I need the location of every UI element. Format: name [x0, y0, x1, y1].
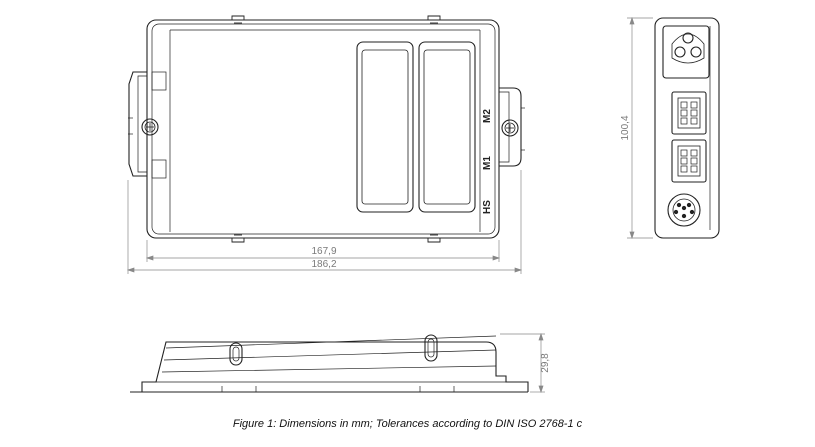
hs-round-connector-icon — [667, 193, 701, 227]
display-window-right — [418, 41, 476, 213]
housing-inner-outline — [151, 23, 496, 235]
side-view — [654, 17, 720, 239]
height-dimension-lines — [627, 16, 653, 240]
top-clips — [231, 15, 441, 24]
right-screw-icon — [501, 119, 519, 137]
profile-slot-right — [424, 334, 438, 362]
width-dimension-lines — [126, 170, 523, 274]
profile-view — [130, 334, 529, 393]
right-mounting-ear — [499, 87, 525, 167]
dimension-housing-width: 167,9 — [311, 246, 336, 257]
m2-connector-icon — [671, 91, 707, 135]
port-label-m2: M2 — [482, 109, 493, 123]
top-view — [128, 15, 525, 243]
dimension-side-height: 100,4 — [620, 115, 631, 140]
side-housing-outline — [654, 17, 720, 239]
m1-connector-icon — [671, 139, 707, 183]
left-screw-icon — [141, 118, 159, 136]
display-window-left — [356, 41, 414, 213]
housing-outline — [146, 19, 500, 239]
bottom-clips — [231, 234, 441, 243]
port-label-m1: M1 — [482, 156, 493, 170]
port-label-hs: HS — [482, 200, 493, 214]
dimension-overall-width: 186,2 — [311, 259, 336, 270]
profile-outline — [130, 341, 529, 393]
profile-slot-left — [229, 342, 243, 366]
figure-caption: Figure 1: Dimensions in mm; Tolerances a… — [232, 418, 583, 430]
profile-height-dimension-lines — [500, 332, 545, 394]
dimension-profile-height: 29,8 — [540, 353, 551, 373]
power-connector-icon — [662, 25, 710, 79]
left-mounting-ear — [128, 71, 167, 179]
